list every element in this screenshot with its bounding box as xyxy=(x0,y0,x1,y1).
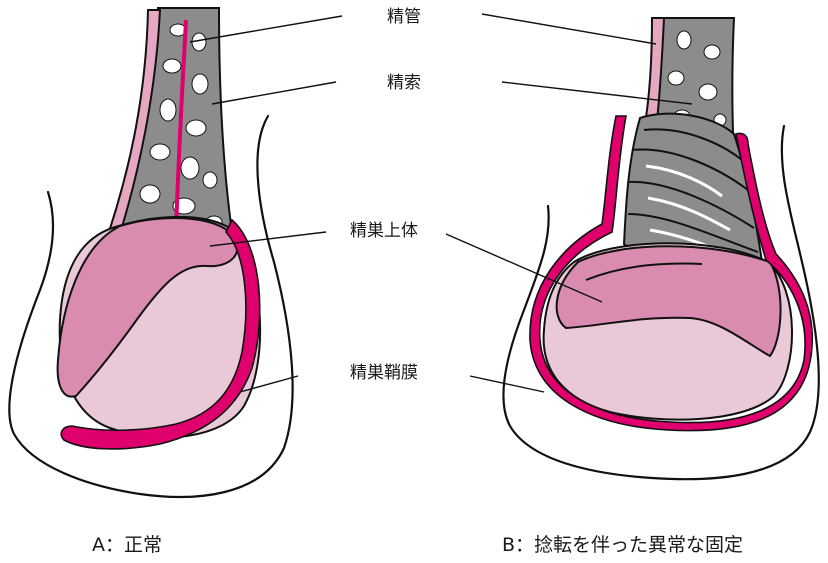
leader-tunica-a xyxy=(239,375,299,393)
leader-tunica-b xyxy=(469,375,545,393)
label-epididymis: 精巣上体 xyxy=(350,221,418,241)
leader-epi-b xyxy=(445,233,603,303)
leader-vas-a xyxy=(189,15,343,43)
leader-epi-a xyxy=(209,231,327,247)
label-spermatic-cord: 精索 xyxy=(387,73,421,93)
caption-b: B：捻転を伴った異常な固定 xyxy=(502,534,743,556)
figure-a xyxy=(8,7,294,499)
leader-cord-b xyxy=(501,81,693,105)
leader-vas-b xyxy=(481,13,657,45)
scrotum-outline-a xyxy=(8,114,294,499)
label-vas-deferens: 精管 xyxy=(387,7,421,27)
leader-cord-a xyxy=(211,81,337,105)
cord-mesh-b xyxy=(667,30,727,127)
caption-a: A：正常 xyxy=(92,534,162,556)
figure-b xyxy=(502,17,820,481)
tunica-vaginalis-b xyxy=(529,115,814,432)
epididymis-b xyxy=(555,245,782,358)
label-tunica-vaginalis: 精巣鞘膜 xyxy=(350,363,418,383)
scrotum-outline-b xyxy=(502,124,820,481)
labels: 精管 精索 精巣上体 精巣鞘膜 xyxy=(189,7,693,393)
